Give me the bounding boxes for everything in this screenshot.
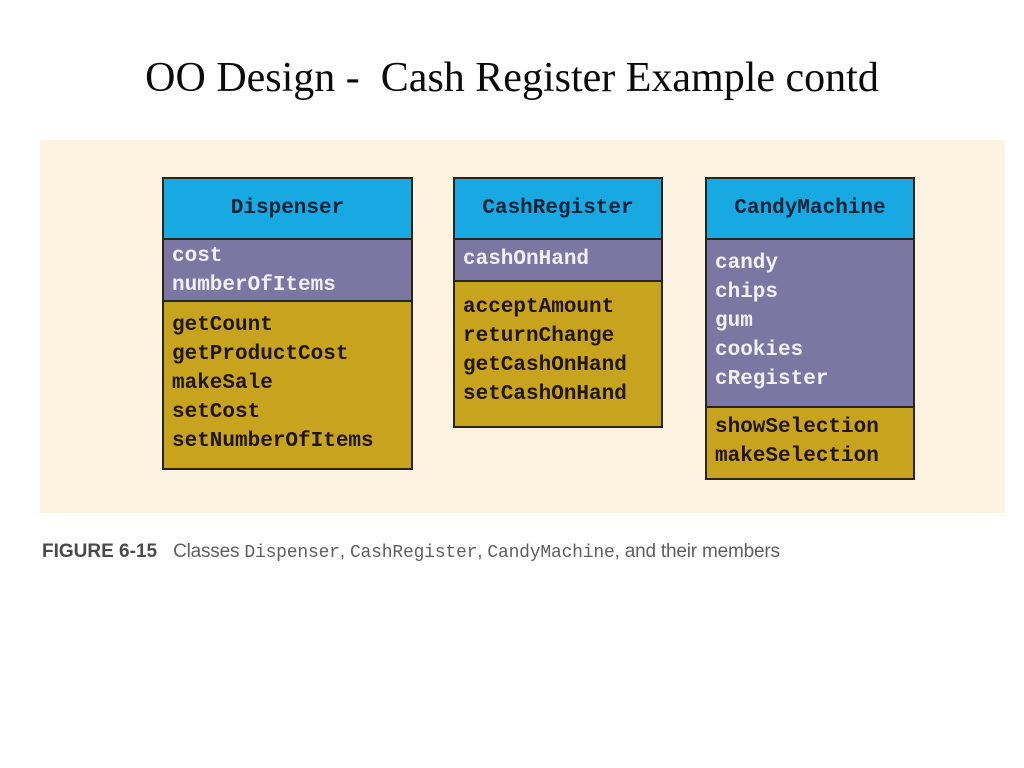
caption-text: ,	[477, 541, 488, 562]
caption-class-name: CashRegister	[349, 543, 478, 563]
attribute-item: cookies	[715, 339, 804, 362]
methods-section: acceptAmount returnChange getCashOnHand …	[455, 280, 661, 426]
attribute-item: cost	[172, 245, 223, 268]
method-item: setCost	[172, 401, 261, 424]
method-item: showSelection	[715, 416, 879, 439]
methods-section: showSelection makeSelection	[707, 406, 913, 478]
caption-text: , and their members	[614, 541, 780, 562]
method-item: getCount	[172, 314, 273, 337]
attributes-section: cashOnHand	[455, 238, 661, 280]
caption-class-name: Dispenser	[244, 543, 340, 563]
method-item: setCashOnHand	[463, 383, 627, 406]
methods-section: getCount getProductCost makeSale setCost…	[164, 300, 411, 468]
slide-title: OO Design - Cash Register Example contd	[145, 55, 879, 101]
figure-caption: FIGURE 6-15 Classes Dispenser, CashRegist…	[42, 541, 1002, 563]
attribute-item: cRegister	[715, 368, 829, 391]
caption-text: ,	[339, 541, 350, 562]
figure-caption-label: FIGURE 6-15	[42, 541, 158, 562]
class-name-header: Dispenser	[164, 179, 411, 238]
caption-class-name: CandyMachine	[487, 543, 615, 563]
attribute-item: gum	[715, 310, 753, 333]
attribute-item: candy	[715, 252, 779, 275]
class-box-candymachine: CandyMachine candy chips gum cookies cRe…	[705, 177, 915, 480]
attributes-section: cost numberOfItems	[164, 238, 411, 300]
attribute-item: numberOfItems	[172, 274, 336, 297]
method-item: getProductCost	[172, 343, 349, 366]
method-item: makeSale	[172, 372, 273, 395]
method-item: getCashOnHand	[463, 354, 627, 377]
class-box-dispenser: Dispenser cost numberOfItems getCount ge…	[162, 177, 413, 470]
class-box-cashregister: CashRegister cashOnHand acceptAmount ret…	[453, 177, 663, 428]
method-item: acceptAmount	[463, 296, 615, 319]
method-item: returnChange	[463, 325, 615, 348]
figure-panel: Dispenser cost numberOfItems getCount ge…	[40, 140, 1005, 513]
class-name-header: CandyMachine	[707, 179, 913, 238]
attribute-item: chips	[715, 281, 779, 304]
attributes-section: candy chips gum cookies cRegister	[707, 238, 913, 406]
class-name-header: CashRegister	[455, 179, 661, 238]
method-item: setNumberOfItems	[172, 430, 374, 453]
caption-text: Classes	[173, 541, 245, 562]
method-item: makeSelection	[715, 445, 879, 468]
attribute-item: cashOnHand	[463, 248, 590, 271]
